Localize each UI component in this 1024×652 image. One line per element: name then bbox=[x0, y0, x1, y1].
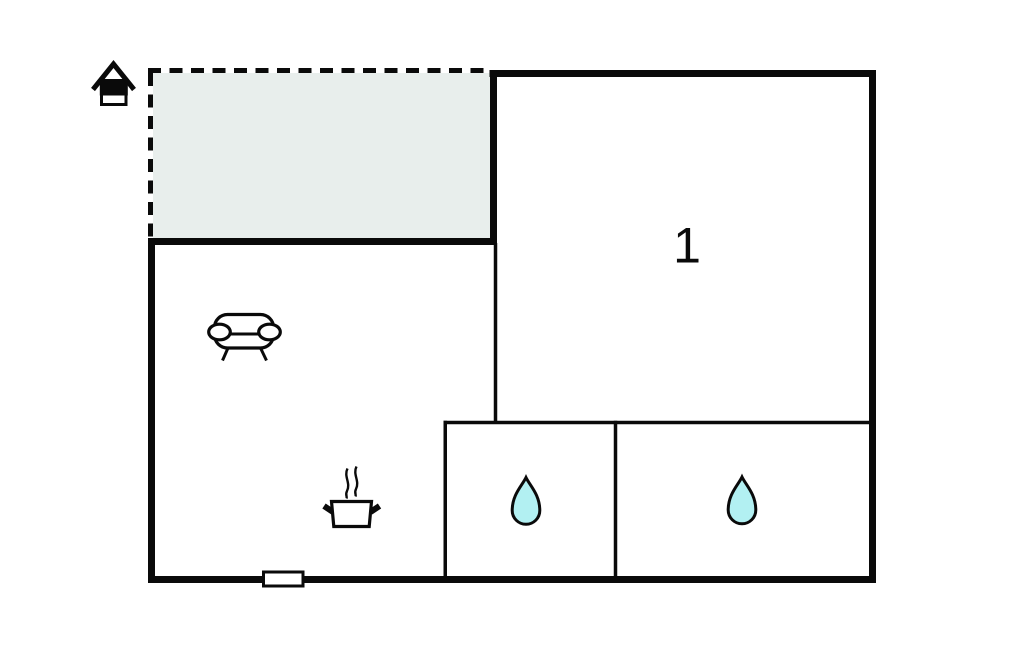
sofa-leg-right bbox=[259, 347, 268, 362]
room1-label: 1 bbox=[673, 218, 701, 274]
house-icon bbox=[91, 60, 136, 106]
water-drop-icon-left bbox=[510, 474, 542, 526]
sofa-armrest-left bbox=[207, 322, 232, 342]
sofa-leg-left bbox=[221, 347, 230, 362]
water-drop-icon-right bbox=[726, 473, 758, 526]
house-icon-roof bbox=[91, 60, 136, 92]
window bbox=[262, 570, 305, 588]
house-icon-band bbox=[99, 79, 128, 96]
sofa-armrest-right bbox=[257, 322, 282, 342]
annex-zone-fill bbox=[153, 73, 491, 239]
interior-walls bbox=[443, 243, 872, 581]
steam-line-left bbox=[345, 467, 350, 500]
steam-line-right bbox=[354, 465, 359, 498]
cooking-pot-icon bbox=[322, 465, 382, 529]
annex-zone-dashed-boundary bbox=[148, 68, 490, 239]
sofa-icon bbox=[207, 312, 282, 362]
pot-body bbox=[329, 499, 374, 529]
